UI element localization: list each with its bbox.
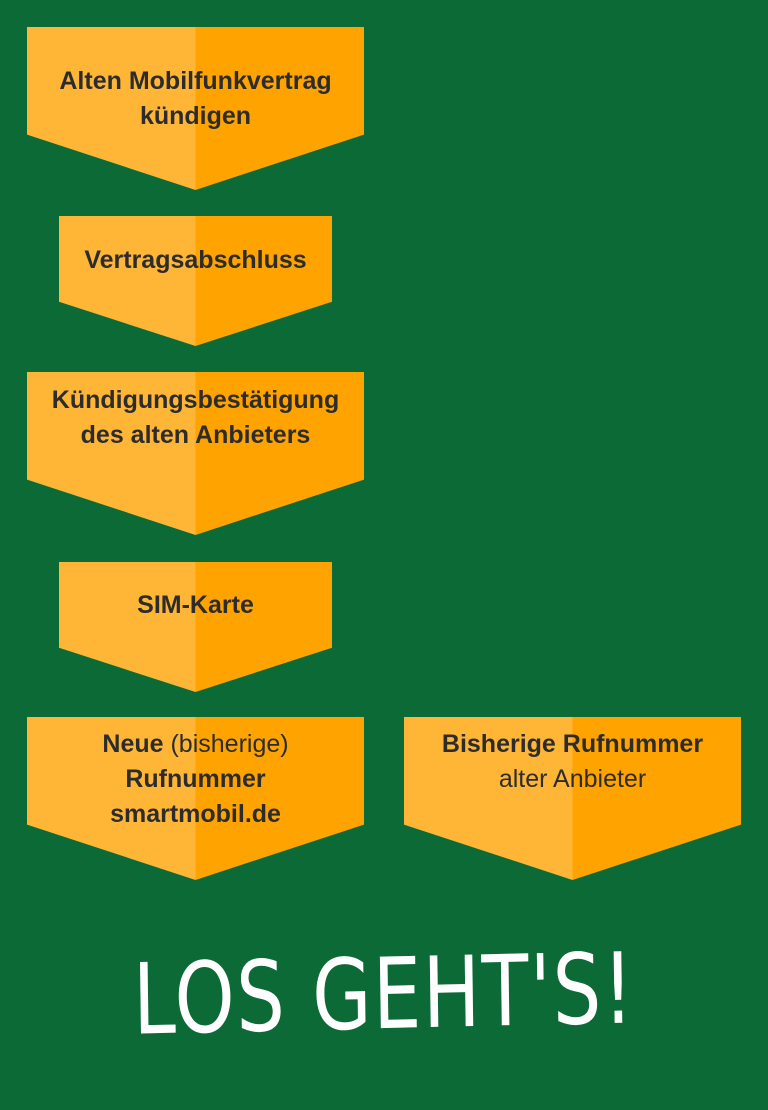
flow-step-cancel-old-contract: Alten Mobilfunkvertrag kündigen	[27, 27, 364, 190]
step-label: Kündigungsbestätigung des alten Anbieter…	[51, 386, 340, 449]
cta-headline: LOS GEHT'S!	[132, 932, 636, 1058]
flow-step-new-number-smartmobil: Neue (bisherige) Rufnummer smartmobil.de	[27, 717, 364, 880]
step-label: Alten Mobilfunkvertrag kündigen	[59, 67, 332, 130]
flow-step-contract-signing: Vertragsabschluss	[59, 216, 332, 346]
step-label: SIM-Karte	[137, 591, 254, 619]
flow-step-cancellation-confirmation: Kündigungsbestätigung des alten Anbieter…	[27, 372, 364, 535]
step-label: Bisherige Rufnummer alter Anbieter	[441, 730, 704, 793]
step-label: Vertragsabschluss	[84, 246, 307, 274]
flow-step-previous-number-old-provider: Bisherige Rufnummer alter Anbieter	[404, 717, 741, 880]
step-label: Neue (bisherige) Rufnummer smartmobil.de	[102, 730, 289, 828]
flow-step-sim-card: SIM-Karte	[59, 562, 332, 692]
